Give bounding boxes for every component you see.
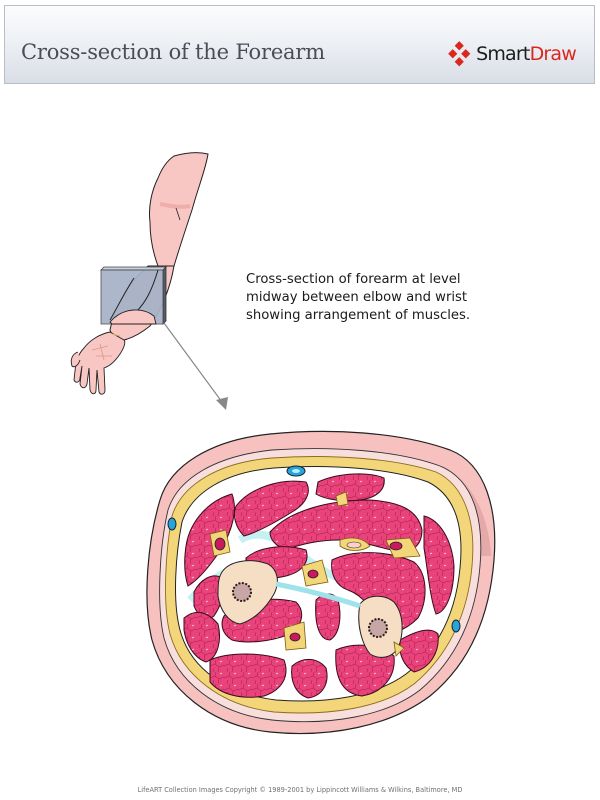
caption-line-3: showing arrangement of muscles. bbox=[246, 308, 471, 323]
logo-smart-text: Smart bbox=[476, 43, 530, 65]
bone-radius bbox=[217, 560, 278, 625]
logo-draw-text: Draw bbox=[529, 43, 577, 65]
diagram-caption: Cross-section of forearm at level midway… bbox=[246, 271, 546, 325]
page-title: Cross-section of the Forearm bbox=[21, 40, 325, 64]
forearm-cross-section bbox=[146, 430, 496, 735]
arrow-pointer bbox=[163, 322, 228, 410]
copyright-footer: LifeART Collection Images Copyright © 19… bbox=[137, 786, 463, 794]
arm-illustration bbox=[70, 152, 228, 410]
caption-line-1: Cross-section of forearm at level bbox=[246, 272, 461, 287]
smartdraw-diamond-icon bbox=[448, 41, 471, 67]
blood-vessels bbox=[167, 465, 461, 657]
caption-line-2: midway between elbow and wrist bbox=[246, 290, 468, 305]
diagram-canvas bbox=[70, 152, 496, 735]
section-plane-box bbox=[100, 266, 167, 325]
